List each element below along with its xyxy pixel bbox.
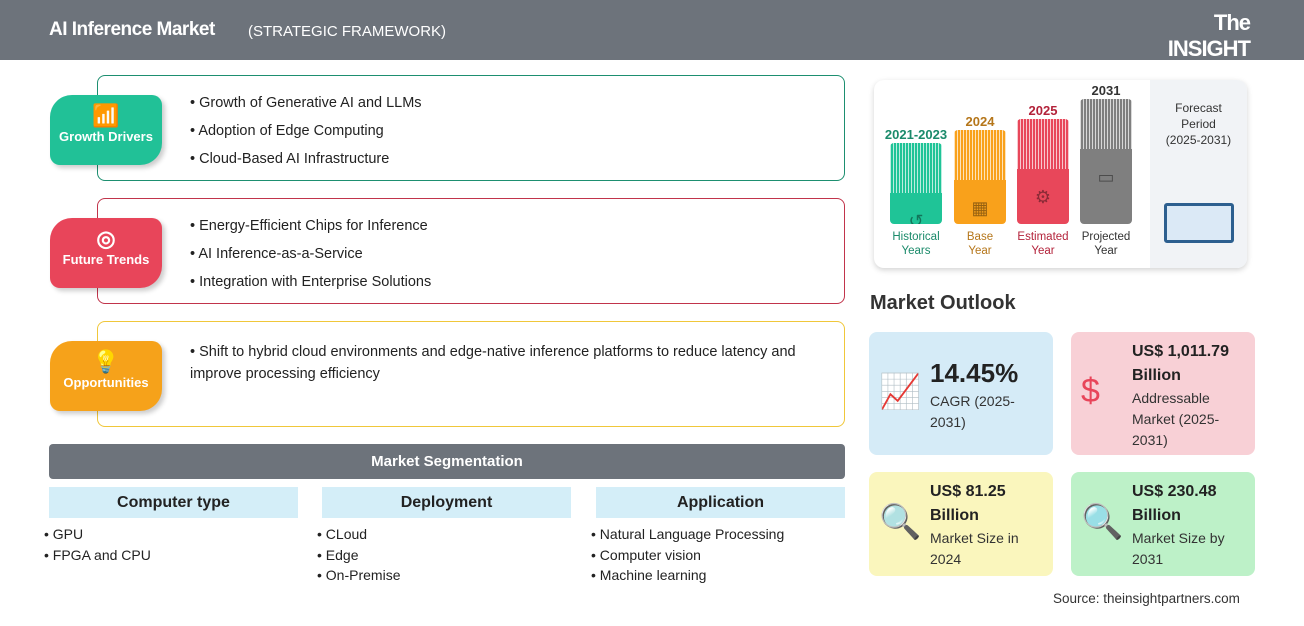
market-outlook-title: Market Outlook [870,292,1016,314]
history-icon: ↺ [908,211,924,224]
target-icon: ◎ [96,226,116,251]
framework-box-0 [97,75,845,181]
framework-badge-1: ◎ Future Trends [50,218,162,288]
magnifier-chart-icon: 🔍 [1081,503,1124,541]
segment-header-1: Deployment [322,487,571,518]
outlook-card-0: 📈 14.45% CAGR (2025-2031) [869,332,1053,455]
timeline-card: Forecast Period (2025-2031) 2021-2023 ↺ … [874,80,1247,268]
framework-badge-0: 📶 Growth Drivers [50,95,162,165]
list-item: • Integration with Enterprise Solutions [190,274,432,290]
magnifier-chart-icon: 🔍 [879,503,922,541]
list-item: • On-Premise [317,567,401,583]
list-item: • Computer vision [591,546,701,563]
period-bar-1: ▦ [954,130,1006,224]
forecast-period-panel: Forecast Period (2025-2031) [1150,80,1247,268]
badge-label: Future Trends [62,252,150,267]
list-item: • Adoption of Edge Computing [190,123,384,139]
forecast-line1: Forecast [1175,101,1222,115]
header-bar [0,0,1304,60]
forecast-line3: (2025-2031) [1165,133,1232,147]
period-year-2: 2025 [1028,103,1058,118]
period-year-1: 2024 [965,114,995,129]
list-item: • AI Inference-as-a-Service [190,246,363,262]
segment-header-0: Computer type [49,487,298,518]
logo-line1: The INSIGHT [1167,10,1251,61]
presentation-icon: ▭ [1097,167,1115,187]
period-bar-0: ↺ [890,143,942,224]
segment-list-1: • CLoud • Edge • On-Premise [317,524,400,586]
list-item: • Energy-Efficient Chips for Inference [190,218,428,234]
insight-partners-logo: The INSIGHT Partners [1130,10,1251,72]
analytics-icon: ⚙ [1034,187,1052,207]
list-item: • Shift to hybrid cloud environments and… [190,344,796,382]
outlook-desc: Market Size in 2024 [930,530,1019,567]
page-subtitle: (STRATEGIC FRAMEWORK) [248,23,447,40]
segment-list-0: • GPU • FPGA and CPU [44,524,151,565]
logo-line2: Partners [1201,58,1250,72]
lightbulb-hand-icon: 💡 [92,349,120,374]
list-item: • FPGA and CPU [44,546,151,563]
list-item: • Machine learning [591,567,707,583]
framework-box-1 [97,198,845,304]
period-bar-3: ▭ [1080,99,1132,224]
page-title: AI Inference Market [49,19,215,40]
framework-list-0: • Growth of Generative AI and LLMs • Adop… [190,89,830,173]
forecast-illustration-icon [1163,203,1234,243]
outlook-value: 14.45% [930,358,1019,388]
framework-list-2: • Shift to hybrid cloud environments and… [190,341,830,385]
segmentation-title: Market Segmentation [49,444,845,479]
badge-label: Opportunities [63,375,149,390]
calendar-icon: ▦ [971,198,989,218]
list-item: • CLoud [317,526,368,542]
segment-list-2: • Natural Language Processing • Computer … [591,524,784,586]
period-year-3: 2031 [1091,83,1121,98]
framework-badge-2: 💡 Opportunities [50,341,162,411]
bar-chart-growth-icon: 📶 [92,103,120,128]
outlook-desc: Market Size by 2031 [1132,530,1225,567]
period-bar-2: ⚙ [1017,119,1069,224]
framework-box-2 [97,321,845,427]
source-text: Source: theinsightpartners.com [1053,591,1240,606]
segment-header-2: Application [596,487,845,518]
forecast-line2: Period [1181,117,1216,131]
badge-label: Growth Drivers [59,129,153,144]
outlook-desc: CAGR (2025-2031) [930,393,1015,430]
dollar-bulb-icon: $ [1081,371,1100,410]
framework-list-1: • Energy-Efficient Chips for Inference • … [190,212,830,296]
list-item: • Natural Language Processing [591,526,785,542]
outlook-desc: Addressable Market (2025-2031) [1132,390,1220,448]
list-item: • Growth of Generative AI and LLMs [190,95,422,111]
list-item: • GPU [44,526,84,542]
period-year-0: 2021-2023 [884,127,948,142]
list-item: • Cloud-Based AI Infrastructure [190,151,390,167]
growth-chart-icon: 📈 [879,372,922,411]
list-item: • Edge [317,546,359,563]
